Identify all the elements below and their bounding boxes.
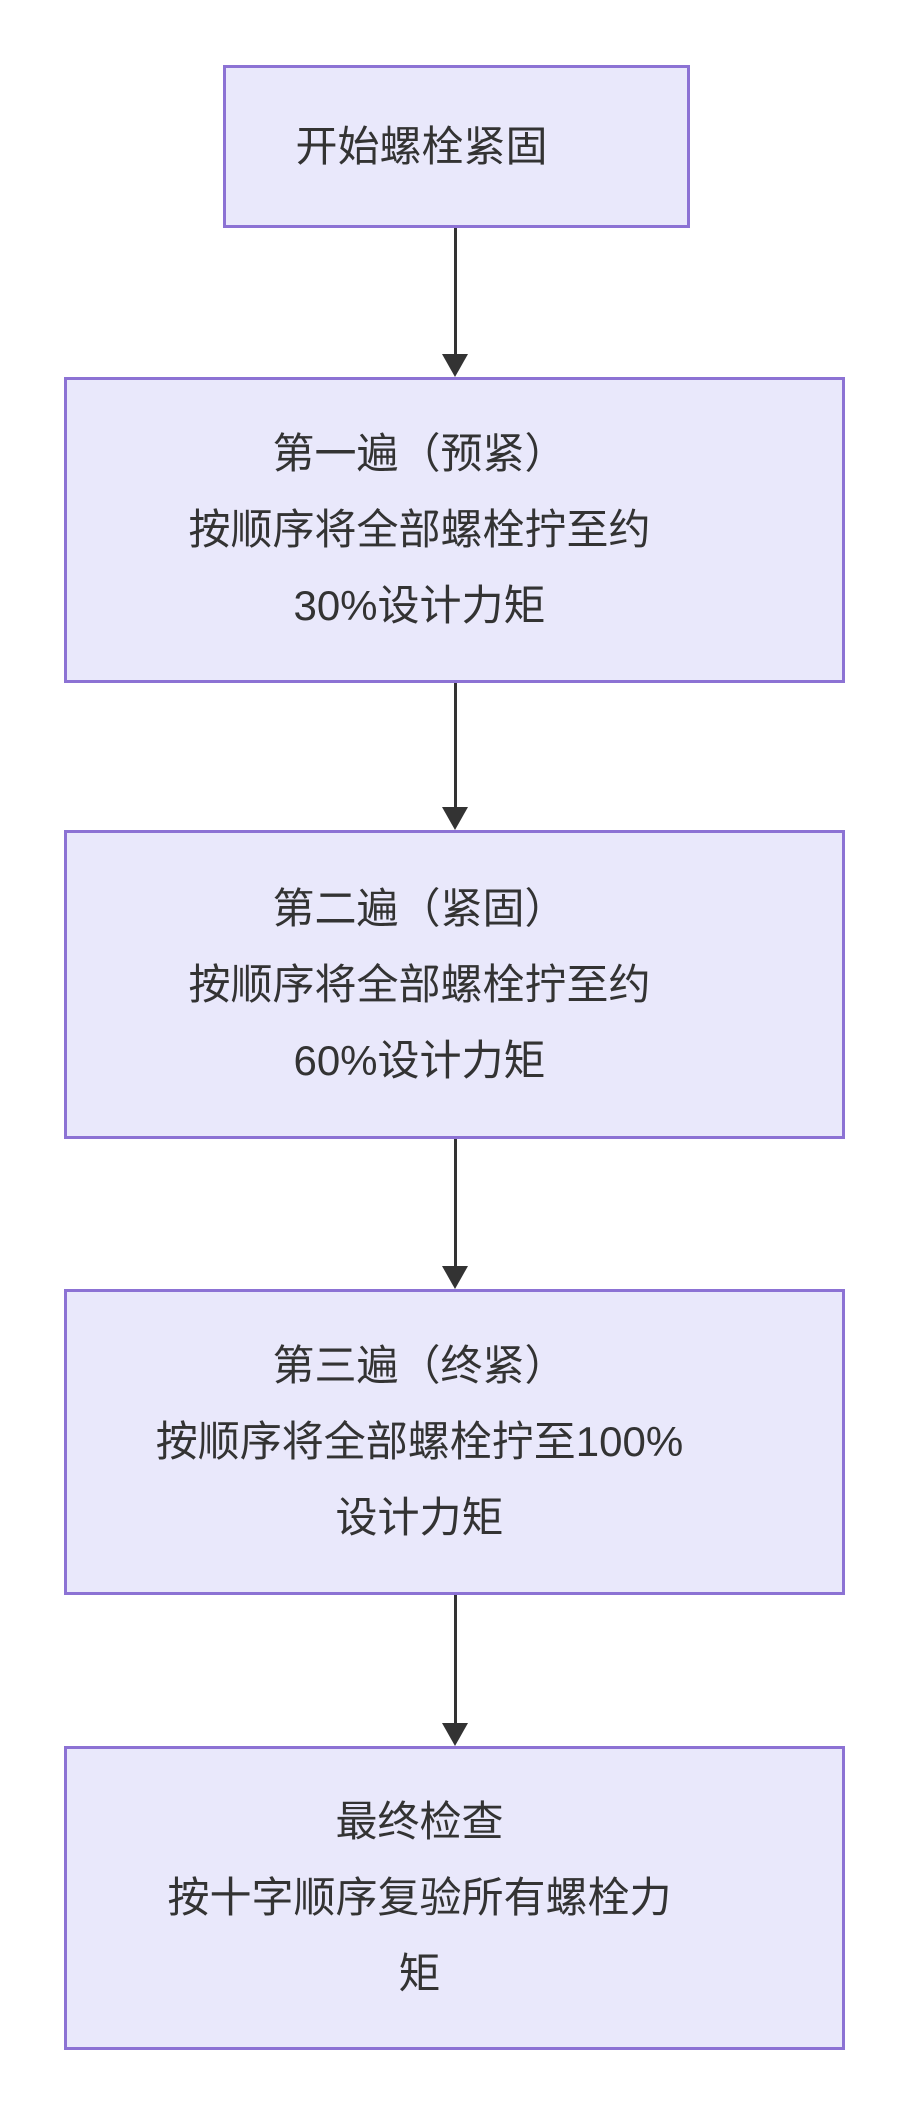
arrow-line (453, 228, 457, 354)
arrow-line (453, 1139, 457, 1266)
arrow-head-icon (442, 354, 468, 377)
arrow-head-icon (442, 1266, 468, 1289)
node-pass3-line3: 设计力矩 (335, 1494, 504, 1541)
node-pass1-line3: 30%设计力矩 (293, 582, 546, 629)
node-final-line2: 按十字顺序复验所有螺栓力 (167, 1874, 672, 1921)
flow-arrow-pass1-to-pass2 (442, 683, 468, 830)
flow-node-pass1: 第一遍（预紧） 按顺序将全部螺栓拧至约 30%设计力矩 (64, 377, 845, 683)
arrow-head-icon (442, 807, 468, 830)
node-pass1-line2: 按顺序将全部螺栓拧至约 (188, 506, 651, 553)
flow-node-pass2: 第二遍（紧固） 按顺序将全部螺栓拧至约 60%设计力矩 (64, 830, 845, 1139)
flow-arrow-pass3-to-final (442, 1595, 468, 1746)
node-pass2-line2: 按顺序将全部螺栓拧至约 (188, 960, 651, 1008)
flow-arrow-start-to-pass1 (442, 228, 468, 377)
node-final-title: 最终检查 (335, 1798, 504, 1845)
node-pass3-line2: 按顺序将全部螺栓拧至100% (155, 1418, 684, 1465)
flow-node-final-check: 最终检查 按十字顺序复验所有螺栓力 矩 (64, 1746, 845, 2050)
flow-arrow-pass2-to-pass3 (442, 1139, 468, 1289)
arrow-head-icon (442, 1723, 468, 1746)
node-pass1-title: 第一遍（预紧） (272, 430, 567, 477)
flow-node-start: 开始螺栓紧固 (223, 65, 690, 228)
node-start-label: 开始螺栓紧固 (295, 122, 548, 170)
arrow-line (453, 1595, 457, 1723)
node-pass2-title: 第二遍（紧固） (272, 884, 567, 932)
flow-node-pass3: 第三遍（终紧） 按顺序将全部螺栓拧至100% 设计力矩 (64, 1289, 845, 1595)
node-final-line3: 矩 (398, 1950, 441, 1997)
node-pass3-title: 第三遍（终紧） (272, 1342, 567, 1389)
node-pass2-line3: 60%设计力矩 (293, 1036, 546, 1084)
arrow-line (453, 683, 457, 807)
